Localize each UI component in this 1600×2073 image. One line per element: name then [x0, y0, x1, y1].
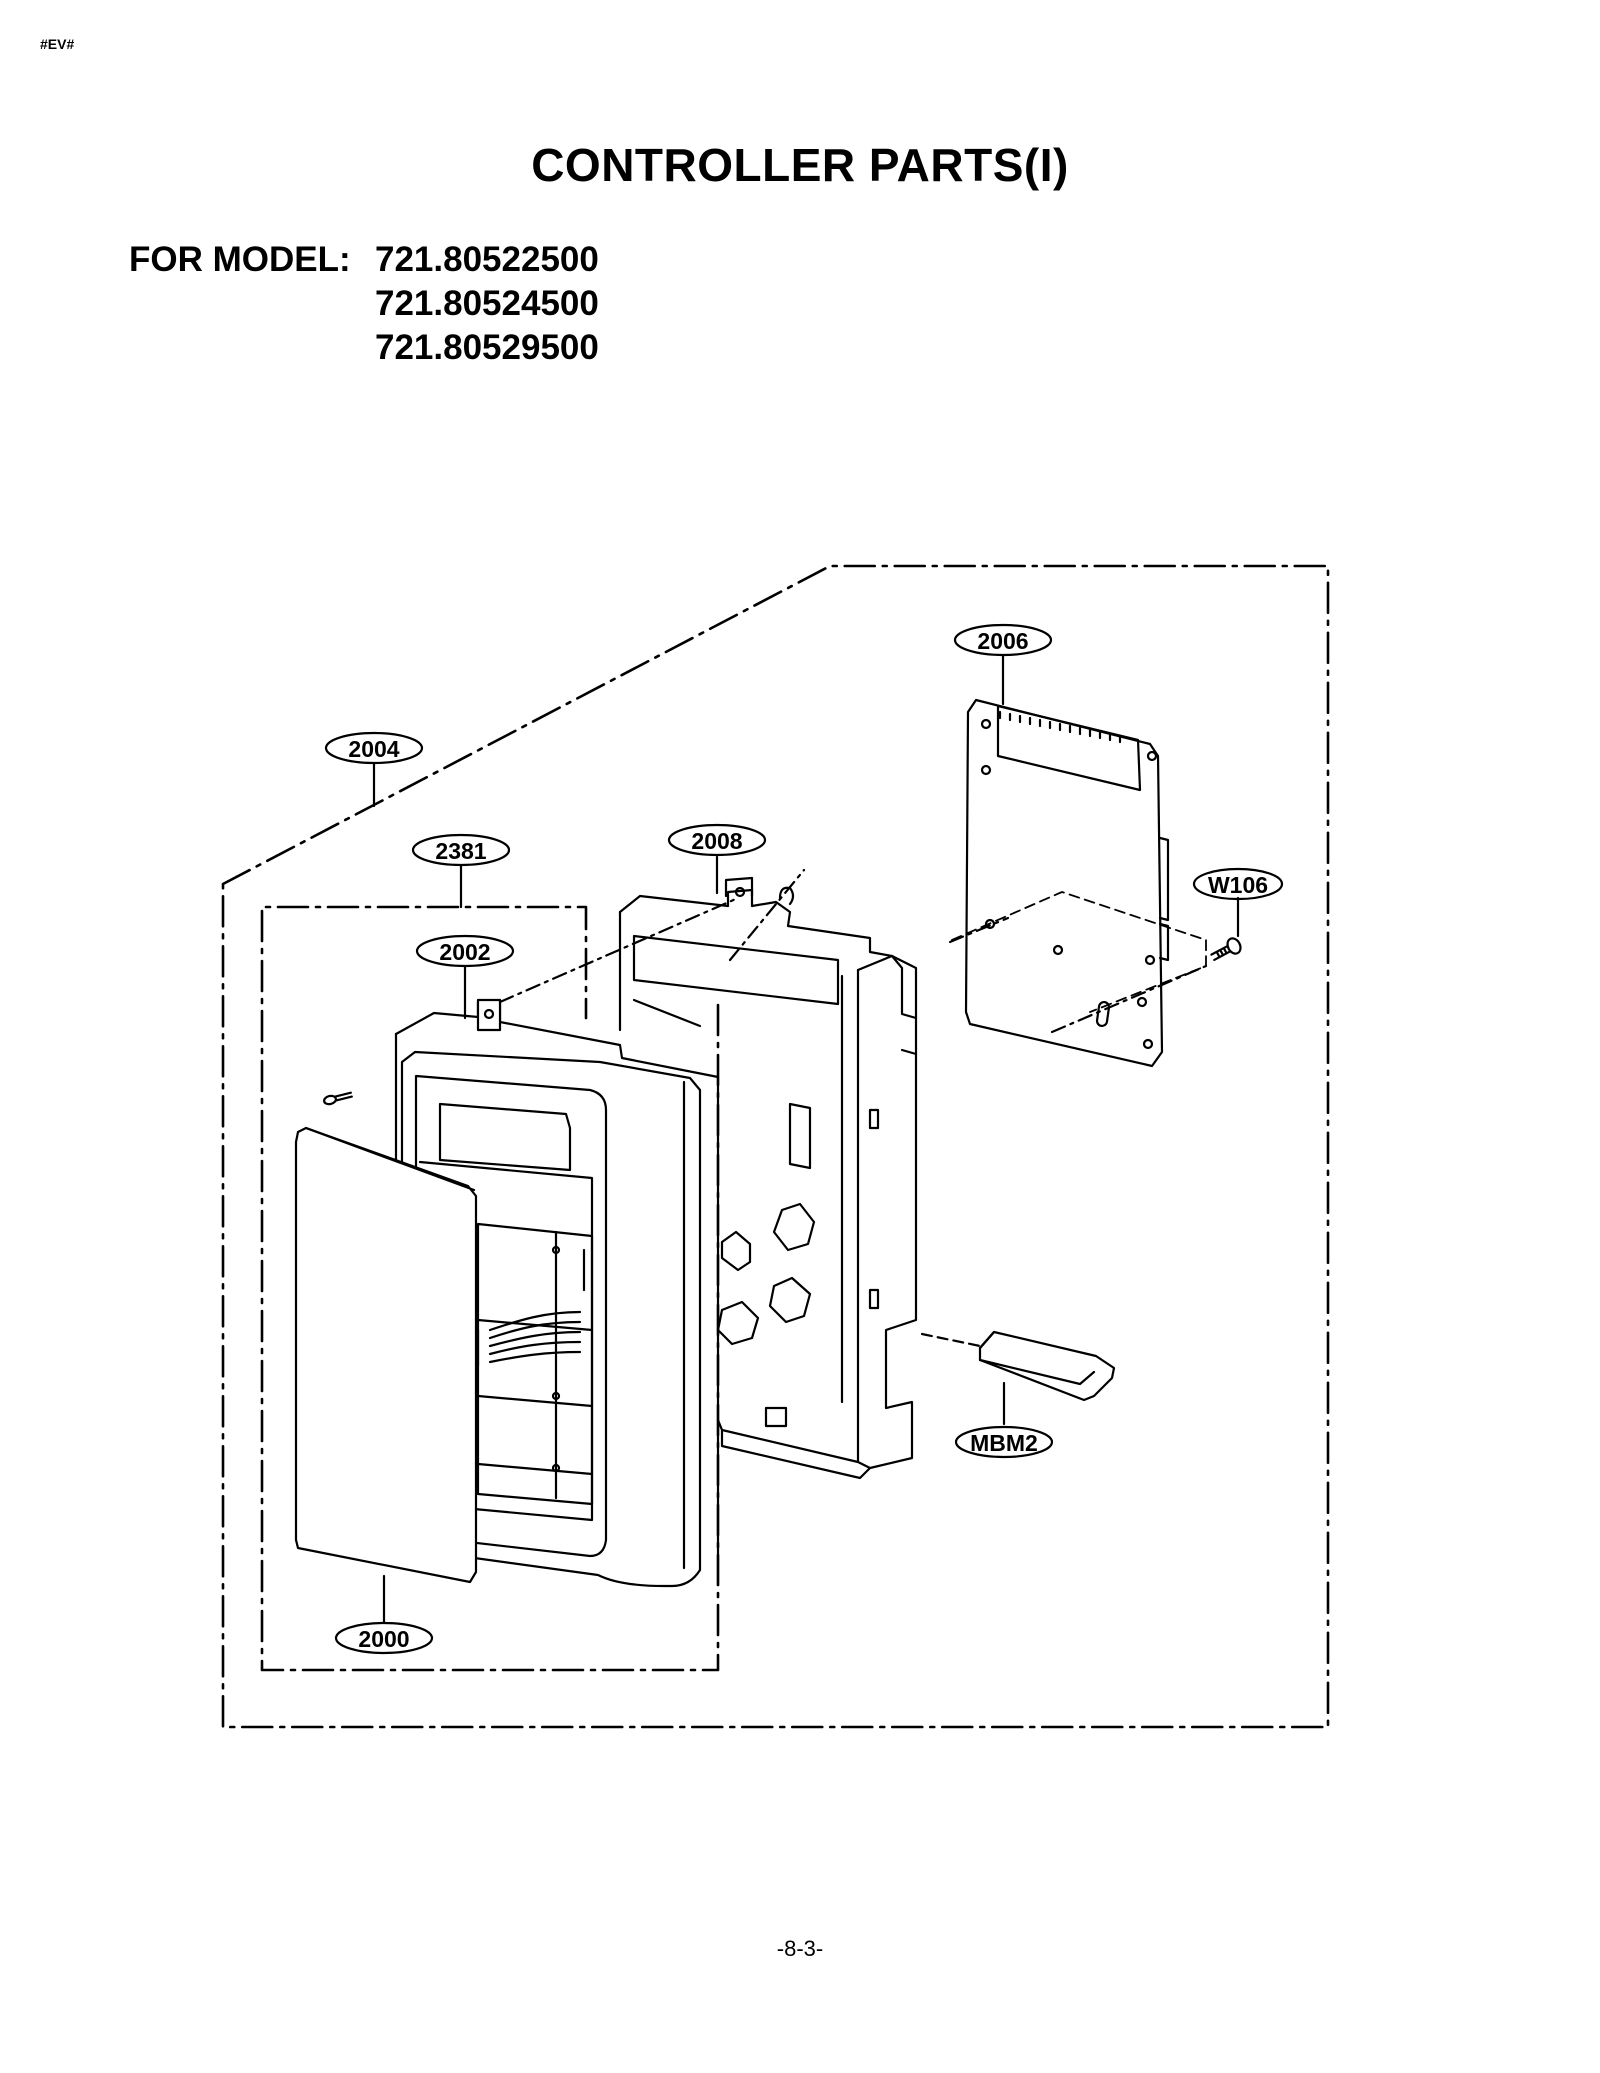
- callout-oval-2002: [415, 934, 515, 968]
- document-code: #EV#: [40, 36, 75, 52]
- callout-2000: 2000: [358, 1626, 409, 1652]
- callout-oval-W106: [1192, 867, 1284, 901]
- control-sheet-2000: [294, 1126, 478, 1584]
- callout-oval-2008: [667, 823, 767, 857]
- callout-2006: 2006: [977, 628, 1028, 654]
- callout-MBM2: MBM2: [970, 1430, 1038, 1456]
- callout-W106: W106: [1208, 872, 1268, 898]
- callout-2002: 2002: [439, 939, 490, 965]
- page-title: CONTROLLER PARTS(I): [531, 139, 1069, 191]
- circuit-board-2006: [948, 698, 1208, 1068]
- fuse-mbm2: [920, 1330, 1116, 1402]
- bracket-2008: [498, 868, 918, 1480]
- screw-w106: [1210, 937, 1242, 962]
- callout-oval-2006: [953, 623, 1053, 657]
- callout-oval-2004: [324, 731, 424, 765]
- model-label: FOR MODEL:: [129, 240, 351, 279]
- callout-2004: 2004: [348, 736, 399, 762]
- assembly-boundary-2004: [221, 564, 1330, 1729]
- model-number: 721.80522500: [375, 240, 599, 279]
- model-number: 721.80529500: [375, 328, 599, 367]
- callout-oval-MBM2: [954, 1425, 1054, 1459]
- model-list: FOR MODEL: 721.80522500 721.80524500 721…: [129, 238, 599, 370]
- callout-oval-2000: [334, 1621, 434, 1655]
- model-number: 721.80524500: [375, 284, 599, 323]
- callout-2008: 2008: [691, 828, 742, 854]
- callout-2381: 2381: [435, 838, 486, 864]
- callout-oval-2381: [411, 833, 511, 867]
- page-number: -8-3-: [776, 1936, 824, 1961]
